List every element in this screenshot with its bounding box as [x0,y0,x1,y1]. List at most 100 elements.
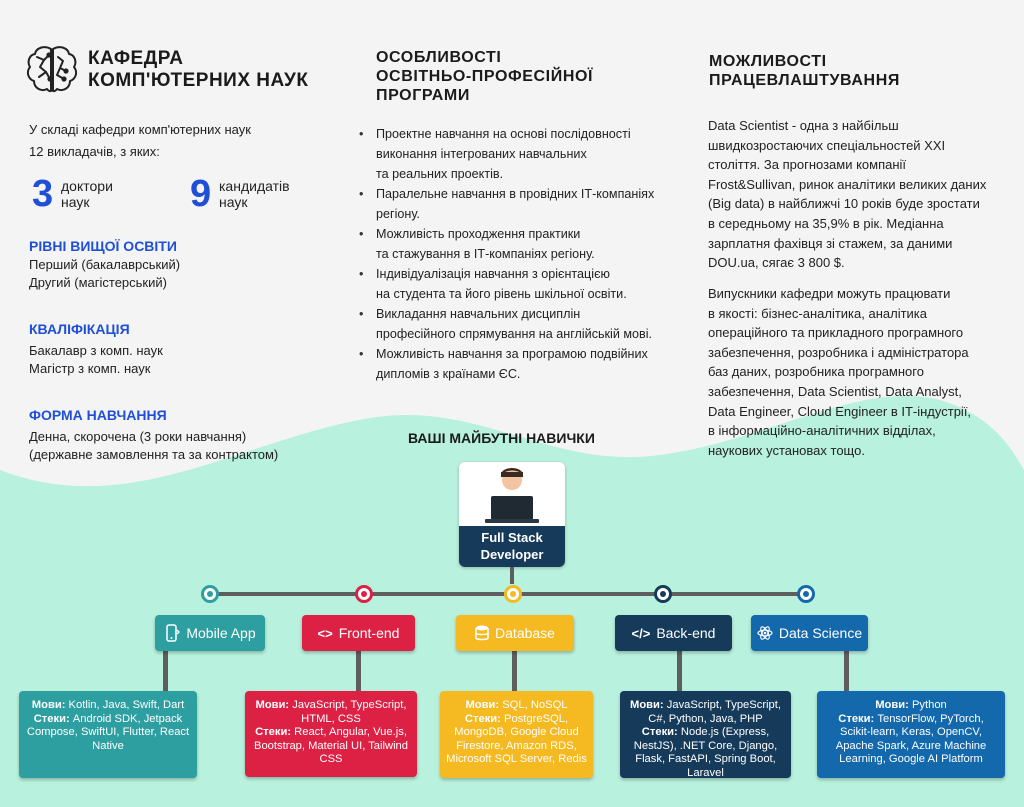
atom-icon [757,626,773,640]
role-line: Developer [480,547,544,562]
employment-paragraph-2: Випускники кафедри можуть працювати в як… [708,284,1008,460]
langs-value: JavaScript, TypeScript, HTML, CSS [289,699,407,725]
data-science-stem [844,651,849,693]
database-icon [475,625,489,641]
mobile-icon [166,624,181,642]
code-slash-icon: </> [631,625,651,641]
para-line: баз даних, розробника програмного [708,364,924,380]
para-line: швидкозростаючих спеціальностей ХХІ [708,137,946,153]
education-levels-list: Перший (бакалаврський) Другий (магістерс… [29,256,180,292]
mobile-app-stem [163,651,168,693]
program-feature-item: Індивідуалізація навчання з орієнтацією … [359,264,682,304]
node-dot [510,591,516,597]
feature-line: регіону. [376,207,420,221]
stacks-value: PostgreSQL, MongoDB, Google Cloud Firest… [446,712,587,766]
front-end-details: Мови: JavaScript, TypeScript, HTML, CSS … [245,691,417,777]
qualification-list: Бакалавр з комп. наук Магістр з комп. на… [29,342,163,378]
feature-line: Викладання навчальних дисциплін [376,307,581,321]
para-line: Frost&Sullivan, ринок аналітики великих … [708,176,987,192]
feature-line: Паралельне навчання в провідних ІТ-компа… [376,187,655,201]
doctors-count: 3 [32,173,54,215]
program-feature-item: Можливість навчання за програмою подвійн… [359,344,682,384]
para-line: століття. За прогнозами компанії [708,157,907,173]
pill-label: Data Science [778,625,863,641]
feature-line: на студента та його рівень шкільної осві… [376,287,627,301]
intro-line: 12 викладачів, з яких: [29,144,160,159]
mobile-app-node [201,585,219,603]
feature-line: Проектне навчання на основі послідовност… [376,127,631,141]
stacks-value: TensorFlow, PyTorch, Scikit-learn, Keras… [835,712,987,766]
langs-label: Мови: [875,699,909,711]
langs-value: Python [908,699,947,711]
database-node [504,585,522,603]
qualification-item: Магістр з комп. наук [29,361,151,376]
para-line: операційного та прикладного програмного [708,325,964,341]
stacks-label: Стеки: [641,726,678,738]
department-title: КАФЕДРА КОМП'ЮТЕРНИХ НАУК [88,48,308,92]
code-brackets-icon: <> [317,625,333,641]
employment-heading-line: МОЖЛИВОСТІ [709,53,827,70]
para-line: Data Engineer, Cloud Engineer в ІТ-індус… [708,403,972,419]
para-line: Data Scientist - одна з найбільш [708,118,899,133]
back-end-pill: </> Back-end [615,615,732,651]
role-banner: Full Stack Developer [459,526,565,567]
qualification-heading: КВАЛІФІКАЦІЯ [29,321,130,337]
employment-paragraph-1: Data Scientist - одна з найбільш швидкоз… [708,116,1008,273]
data-science-node [797,585,815,603]
data-science-details: Мови: Python Стеки: TensorFlow, PyTorch,… [817,691,1005,778]
program-features-list: Проектне навчання на основі послідовност… [359,124,682,384]
pill-label: Mobile App [186,625,256,641]
stacks-value: Android SDK, Jetpack Compose, SwiftUI, F… [26,712,190,752]
role-line: Full Stack [481,530,543,545]
feature-line: Можливість проходження практики [376,227,581,241]
data-science-pill: Data Science [751,615,868,651]
node-dot [660,591,666,597]
para-line: наукових установах тощо. [708,442,865,458]
education-level-item: Перший (бакалаврський) [29,257,181,272]
department-intro: У складі кафедри комп'ютерних наук 12 ви… [29,120,251,162]
front-end-node [355,585,373,603]
program-feature-item: Паралельне навчання в провідних ІТ-компа… [359,184,682,224]
pill-label: Database [495,625,555,641]
stacks-label: Стеки: [464,712,501,725]
skills-heading: ВАШІ МАЙБУТНІ НАВИЧКИ [408,430,595,446]
full-stack-developer-card: Full Stack Developer [459,462,565,567]
langs-label: Мови: [255,699,290,711]
stat-label-line: наук [61,194,90,210]
langs-value: JavaScript, TypeScript, C#, Python, Java… [648,699,781,725]
front-end-stem [356,651,361,693]
stat-label-line: наук [219,194,248,210]
langs-value: SQL, NoSQL [499,699,568,711]
langs-label: Мови: [465,699,500,711]
education-level-item: Другий (магістерський) [29,275,167,290]
feature-line: професійного спрямування на англійській … [376,327,653,341]
department-title-line1: КАФЕДРА [88,48,184,69]
pill-label: Back-end [656,625,716,641]
para-line: в середньому на 35,9% в рік. Медіанна [708,215,944,231]
node-dot [803,591,809,597]
program-heading-line: ПРОГРАМИ [376,87,470,104]
para-line: Випускники кафедри можуть працювати [708,286,951,301]
doctors-label: доктори наук [61,178,113,210]
study-form-item: Денна, скорочена (3 роки навчання) [29,429,247,444]
stat-label-line: доктори [61,178,113,194]
feature-line: та стажування в ІТ-компаніях регіону. [376,247,595,261]
database-stem [512,651,517,693]
database-pill: Database [456,615,574,651]
feature-line: Можливість навчання за програмою подвійн… [376,347,648,361]
study-form-heading: ФОРМА НАВЧАННЯ [29,407,167,423]
para-line: в якості: бізнес-аналітика, аналітика [708,305,928,321]
stat-label-line: кандидатів [219,178,290,194]
back-end-node [654,585,672,603]
stacks-label: Стеки: [33,712,70,725]
feature-line: дипломів з країнами ЄС. [376,367,521,381]
feature-line: виконання інтегрованих навчальних [376,147,587,161]
study-form-list: Денна, скорочена (3 роки навчання) (держ… [29,428,278,464]
para-line: (Big data) в найближчі 10 років буде зро… [708,196,980,212]
langs-label: Мови: [31,699,66,711]
program-feature-item: Викладання навчальних дисциплін професій… [359,304,682,344]
database-details: Мови: SQL, NoSQL Стеки: PostgreSQL, Mong… [440,691,593,778]
langs-value: Kotlin, Java, Swift, Dart [65,699,185,711]
employment-heading: МОЖЛИВОСТІ ПРАЦЕВЛАШТУВАННЯ [709,52,900,90]
feature-line: Індивідуалізація навчання з орієнтацією [376,267,610,281]
